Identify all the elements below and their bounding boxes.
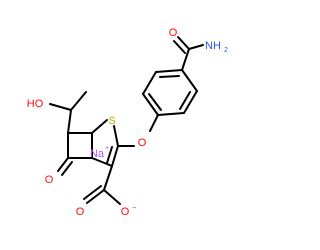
- bond-ring-inner-3: [159, 75, 180, 78]
- lactam-oxygen-label: O: [45, 174, 54, 186]
- bond-c7-o-double: [61, 161, 73, 176]
- bond-ring-1: [181, 69, 198, 92]
- carboxyl-oxygen-minus-label: O: [121, 206, 130, 218]
- bond-cooh-o-minus: [103, 189, 121, 205]
- bond-amide-c-ring: [181, 48, 190, 71]
- bond-amide-c-o-double: [173, 40, 186, 54]
- bond-ring-4: [142, 93, 159, 116]
- bond-ring-2: [183, 90, 198, 114]
- bond-amide-c-n: [188, 44, 204, 50]
- bond-ring-inner-2: [148, 93, 162, 111]
- bond-s-c5: [91, 119, 108, 134]
- bond-ring-inner-1: [179, 91, 191, 110]
- bond-cooh-o-double: [86, 189, 105, 204]
- bond-ring-5: [142, 71, 157, 95]
- amide-nitrogen-subscript: 2: [224, 47, 228, 54]
- bond-cooh-o-double-2: [83, 185, 102, 200]
- bond-amide-c-o: [177, 36, 190, 50]
- carboxyl-oxygen-double-label: O: [76, 206, 85, 218]
- bond-c7-o: [57, 157, 69, 172]
- sodium-label: Na: [90, 148, 105, 160]
- bond-ring-3: [157, 112, 185, 116]
- bond-c3-s: [113, 125, 119, 147]
- sodium-charge: +: [105, 145, 109, 152]
- bond-ring-o: [149, 114, 159, 132]
- sulfur-label: S: [108, 115, 115, 127]
- hydroxyl-label: HO: [27, 98, 44, 110]
- bond-c2-cooh: [103, 165, 113, 191]
- bond-choh-ch3: [70, 91, 87, 111]
- ether-oxygen-label: O: [138, 137, 147, 149]
- bonds: [49, 36, 204, 205]
- bond-n-c2: [91, 157, 113, 167]
- bond-c2-c3-double: [106, 146, 113, 164]
- bond-ring-6: [155, 69, 183, 73]
- bond-c6-choh: [67, 109, 72, 134]
- atom-labels: O NH 2 O S HO Na + O O O −: [27, 27, 228, 218]
- carboxyl-charge: −: [132, 205, 136, 212]
- bond-choh-oh: [49, 103, 72, 111]
- amide-oxygen-label: O: [169, 27, 178, 39]
- amide-nitrogen-label: NH: [205, 40, 221, 52]
- bond-c2-c3: [111, 145, 119, 167]
- structure-diagram: O NH 2 O S HO Na + O O O −: [27, 27, 228, 218]
